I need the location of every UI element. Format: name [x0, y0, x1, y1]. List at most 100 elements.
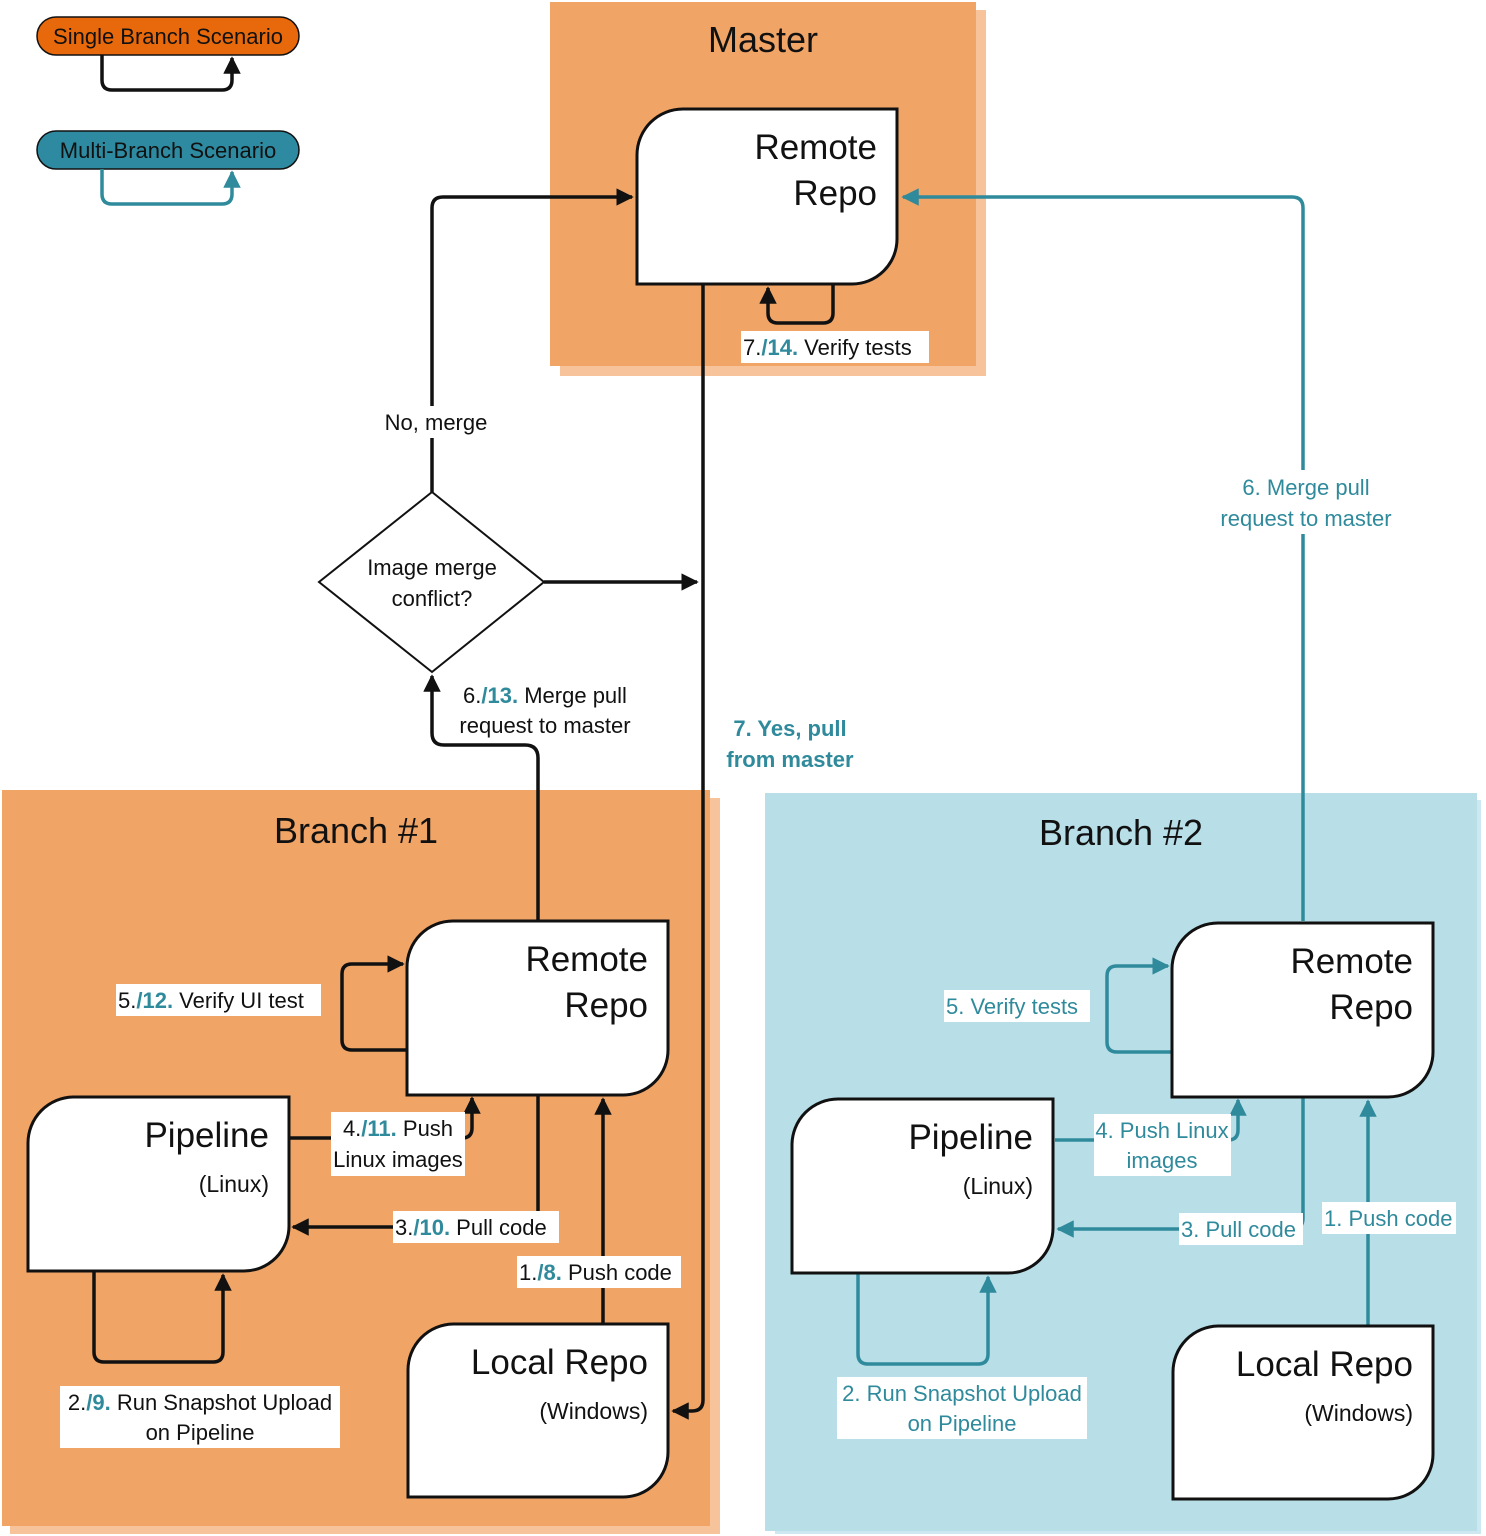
label-branch1-push-code-a: 1. — [519, 1260, 537, 1285]
edge-branch1-merge-to-decision — [423, 674, 540, 921]
label-yes-pull-line1: 7. Yes, pull — [733, 716, 846, 741]
label-branch1-pull: 3./10. Pull code — [393, 1211, 559, 1243]
edge-pull-from-master — [671, 285, 705, 1420]
decision-line2: conflict? — [392, 586, 473, 611]
legend-multi-label: Multi-Branch Scenario — [60, 138, 276, 163]
branch2-local-title: Local Repo — [1236, 1345, 1413, 1384]
branch2-remote-repo: Remote Repo — [1170, 921, 1435, 1099]
edge-master-verify-loop — [759, 285, 835, 325]
branch2-local-sub: (Windows) — [1304, 1400, 1413, 1426]
label-master-verify-c: Verify tests — [798, 335, 912, 360]
branch2-title: Branch #2 — [1039, 812, 1203, 853]
label-master-verify-a: 7. — [743, 335, 761, 360]
label-branch1-push-images: 4./11. Push Linux images — [331, 1112, 465, 1176]
label-branch2-snapshot: 2. Run Snapshot Upload on Pipeline — [837, 1377, 1087, 1439]
label-branch1-pull-b: /10. — [413, 1215, 450, 1240]
label-branch2-snapshot-line2: on Pipeline — [908, 1411, 1017, 1436]
branch1-title: Branch #1 — [274, 810, 438, 851]
legend-multi-branch: Multi-Branch Scenario — [36, 130, 300, 206]
label-branch1-merge-line2: request to master — [459, 713, 630, 738]
branch1-local-repo: Local Repo (Windows) — [406, 1322, 670, 1499]
label-branch1-push-images-a: 4. — [343, 1116, 361, 1141]
label-branch2-push-code-text: 1. Push code — [1324, 1206, 1452, 1231]
branch1-pipeline-title: Pipeline — [144, 1116, 269, 1155]
label-branch1-merge: 6./13. Merge pull request to master — [448, 678, 644, 742]
label-branch1-snapshot-c: Run Snapshot Upload — [111, 1390, 332, 1415]
legend-single-arrow — [100, 55, 241, 92]
label-branch2-snapshot-line1: 2. Run Snapshot Upload — [842, 1381, 1082, 1406]
label-branch1-merge-c: Merge pull — [518, 683, 627, 708]
svg-text:3./10. Pull code: 3./10. Pull code — [395, 1215, 547, 1240]
image-merge-decision: Image merge conflict? — [317, 490, 546, 674]
label-branch2-verify-text: 5. Verify tests — [946, 994, 1078, 1019]
label-branch2-push-images: 4. Push Linux images — [1094, 1114, 1231, 1176]
label-branch2-push-images-line1: 4. Push Linux — [1095, 1118, 1228, 1143]
label-branch2-merge-line1: 6. Merge pull — [1242, 475, 1369, 500]
master-remote-line2: Repo — [793, 174, 877, 213]
master-remote-repo: Remote Repo — [635, 107, 899, 286]
branch1-remote-line2: Repo — [564, 986, 648, 1025]
label-branch1-verify-b: /12. — [136, 988, 173, 1013]
legend: Single Branch Scenario Multi-Branch Scen… — [36, 16, 300, 206]
edge-branch2-snapshot-loop — [856, 1272, 997, 1366]
legend-single-branch: Single Branch Scenario — [36, 16, 300, 92]
label-branch2-push-images-line2: images — [1127, 1148, 1198, 1173]
svg-text:7./14. Verify tests: 7./14. Verify tests — [743, 335, 912, 360]
label-branch2-pull: 3. Pull code — [1179, 1213, 1303, 1245]
master-title: Master — [708, 19, 818, 60]
label-branch1-push-code-c: Push code — [562, 1260, 672, 1285]
edge-labels: 7./14. Verify tests No, merge 7. Yes, pu… — [60, 331, 1456, 1448]
branch2-pipeline-sub: (Linux) — [963, 1173, 1033, 1199]
label-branch2-verify: 5. Verify tests — [944, 990, 1090, 1022]
label-yes-pull: 7. Yes, pull from master — [720, 711, 860, 775]
edge-branch2-verify-loop — [1105, 957, 1172, 1054]
label-no-merge: No, merge — [378, 406, 494, 438]
branch1-remote-line1: Remote — [525, 940, 648, 979]
label-branch1-snapshot-a: 2. — [68, 1390, 86, 1415]
edge-no-merge-to-master — [430, 188, 634, 492]
label-branch1-merge-a: 6. — [463, 683, 481, 708]
label-no-merge-text: No, merge — [385, 410, 488, 435]
label-yes-pull-line2: from master — [726, 747, 854, 772]
legend-single-label: Single Branch Scenario — [53, 24, 283, 49]
label-branch1-push-code: 1./8. Push code — [517, 1256, 681, 1288]
svg-text:4./11. Push: 4./11. Push — [343, 1116, 453, 1141]
svg-text:6./13. Merge pull: 6./13. Merge pull — [463, 683, 627, 708]
branch1-pipeline-sub: (Linux) — [199, 1171, 269, 1197]
branch2-remote-line2: Repo — [1329, 988, 1413, 1027]
label-branch1-push-images-b: /11. — [361, 1116, 396, 1141]
branch1-local-sub: (Windows) — [539, 1398, 648, 1424]
edge-branch1-verify-loop — [340, 955, 407, 1052]
branch1-pipeline: Pipeline (Linux) — [26, 1095, 291, 1273]
svg-text:5./12. Verify UI test: 5./12. Verify UI test — [118, 988, 304, 1013]
label-branch1-merge-b: /13. — [481, 683, 518, 708]
master-remote-line1: Remote — [754, 128, 877, 167]
label-branch1-verify-c: Verify UI test — [173, 988, 304, 1013]
label-master-verify-b: /14. — [761, 335, 798, 360]
label-branch2-push-code: 1. Push code — [1322, 1202, 1456, 1234]
label-master-verify: 7./14. Verify tests — [741, 331, 929, 363]
label-branch1-push-images-line2: Linux images — [333, 1147, 463, 1172]
decision-line1: Image merge — [367, 555, 497, 580]
label-branch1-snapshot-line2: on Pipeline — [146, 1420, 255, 1445]
label-branch1-verify-a: 5. — [118, 988, 136, 1013]
label-branch1-pull-c: Pull code — [450, 1215, 547, 1240]
legend-multi-arrow — [100, 169, 241, 206]
branch1-local-title: Local Repo — [471, 1343, 648, 1382]
label-branch2-merge-line2: request to master — [1220, 506, 1391, 531]
branch2-pipeline-title: Pipeline — [908, 1118, 1033, 1157]
svg-text:1./8. Push code: 1./8. Push code — [519, 1260, 672, 1285]
label-branch1-pull-a: 3. — [395, 1215, 413, 1240]
branch2-local-repo: Local Repo (Windows) — [1171, 1324, 1435, 1501]
branch2-pipeline: Pipeline (Linux) — [790, 1097, 1055, 1275]
edge-branch1-snapshot-loop — [92, 1270, 232, 1364]
label-branch2-pull-text: 3. Pull code — [1181, 1217, 1296, 1242]
label-branch1-push-images-c: Push — [397, 1116, 453, 1141]
label-branch1-verify: 5./12. Verify UI test — [116, 984, 321, 1016]
svg-text:2./9. Run Snapshot Upload: 2./9. Run Snapshot Upload — [68, 1390, 332, 1415]
label-branch1-push-code-b: /8. — [537, 1260, 561, 1285]
label-branch1-snapshot-b: /9. — [86, 1390, 110, 1415]
label-branch1-snapshot: 2./9. Run Snapshot Upload on Pipeline — [60, 1386, 340, 1448]
label-branch2-merge: 6. Merge pull request to master — [1208, 470, 1402, 534]
